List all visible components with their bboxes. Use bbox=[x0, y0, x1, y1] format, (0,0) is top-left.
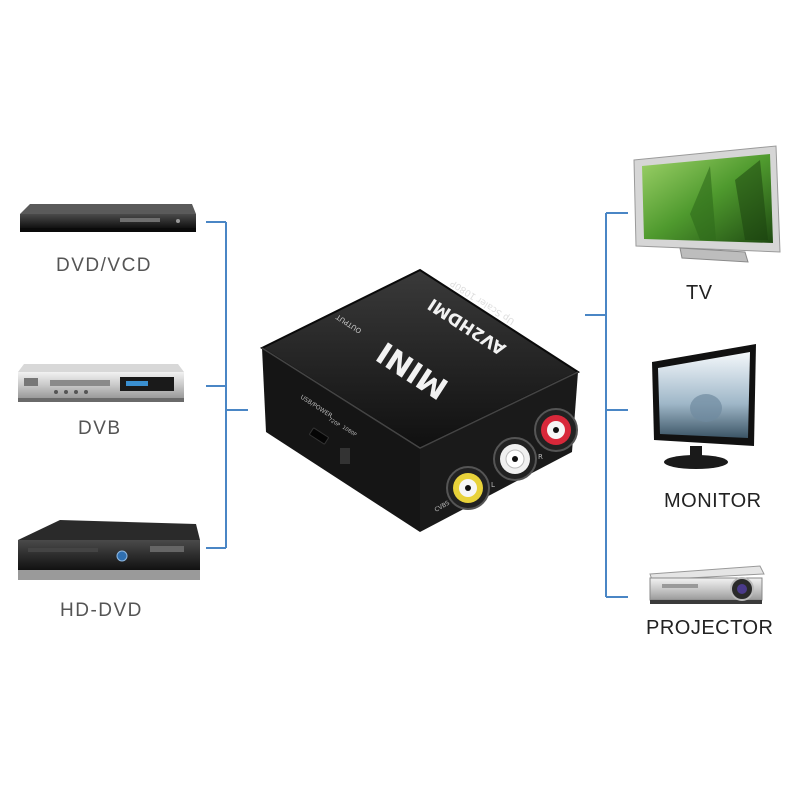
dvd-player-icon bbox=[20, 204, 196, 232]
source-label-dvb: DVB bbox=[78, 418, 122, 439]
dvb-receiver-icon bbox=[18, 364, 184, 402]
source-label-hd-dvd: HD-DVD bbox=[60, 600, 143, 621]
output-bracket bbox=[585, 212, 628, 598]
output-label-tv: TV bbox=[686, 282, 713, 304]
source-bracket bbox=[206, 221, 248, 549]
rca-jack-white bbox=[493, 437, 537, 481]
jack-label-l: L bbox=[491, 481, 495, 489]
resolution-switch bbox=[340, 448, 350, 464]
output-label-monitor: MONITOR bbox=[664, 490, 762, 512]
hd-dvd-player-icon bbox=[18, 520, 200, 580]
rca-jack-yellow bbox=[446, 466, 490, 510]
source-label-dvd-vcd: DVD/VCD bbox=[56, 255, 153, 276]
jack-label-r: R bbox=[538, 453, 543, 461]
rca-jack-red bbox=[534, 408, 578, 452]
switch-label-720p: 720P bbox=[327, 417, 341, 429]
output-label-projector: PROJECTOR bbox=[646, 617, 774, 639]
usb-power-port bbox=[309, 427, 329, 445]
tv-icon bbox=[633, 145, 781, 263]
av2hdmi-converter-icon: MINI AV2HDMI Up Scaler 1080P OUTPUT USB/… bbox=[259, 268, 581, 532]
projector-icon bbox=[649, 565, 765, 604]
monitor-icon bbox=[652, 344, 756, 469]
